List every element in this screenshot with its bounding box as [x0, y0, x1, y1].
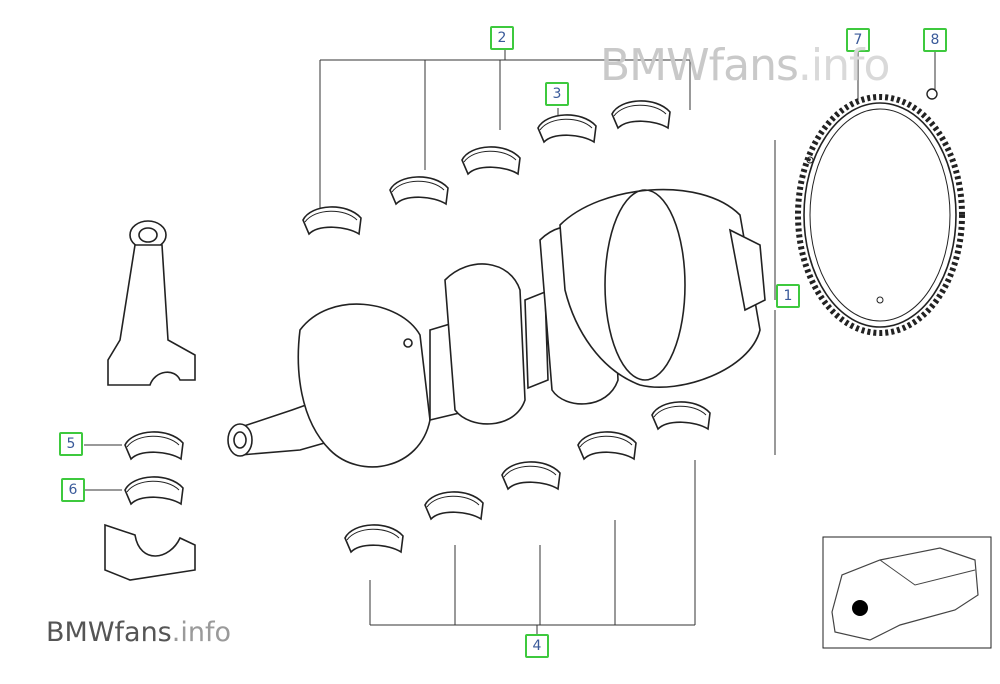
watermark-top: BMWfans.info [600, 40, 891, 91]
bearing-shell-icon [651, 401, 711, 430]
bearing-shell-icon [611, 100, 671, 129]
watermark-brand: BMWfans [46, 617, 172, 648]
watermark-bottom: BMWfans.info [46, 617, 231, 648]
bearing-shell-icon [124, 431, 184, 460]
crankshaft-icon [227, 188, 766, 468]
car-locator-icon [822, 536, 992, 649]
callout-6[interactable]: 6 [61, 478, 85, 502]
callout-8[interactable]: 8 [923, 28, 947, 52]
bearing-shell-icon [344, 524, 404, 553]
callout-1[interactable]: 1 [776, 284, 800, 308]
watermark-suffix: .info [171, 617, 231, 648]
bearing-shell-icon [389, 176, 449, 205]
bearing-shell-icon [461, 146, 521, 175]
callout-4[interactable]: 4 [525, 634, 549, 658]
bearing-shell-icon [424, 491, 484, 520]
rod-bearing-parts [104, 431, 196, 581]
connecting-rod-icon [107, 220, 196, 386]
bearing-shell-icon [537, 114, 597, 143]
bearing-shell-icon [124, 476, 184, 505]
bearing-shell-icon [302, 206, 362, 235]
flywheel-ring-gear-icon [795, 88, 965, 336]
callout-3[interactable]: 3 [545, 82, 569, 106]
watermark-brand: BMWfans [600, 40, 799, 91]
callout-7[interactable]: 7 [846, 28, 870, 52]
bearing-shell-icon [577, 431, 637, 460]
callout-2[interactable]: 2 [490, 26, 514, 50]
watermark-suffix: .info [797, 40, 891, 91]
rod-cap-icon [104, 523, 196, 581]
bearing-shell-icon [501, 461, 561, 490]
leader-lines [84, 50, 936, 635]
callout-5[interactable]: 5 [59, 432, 83, 456]
